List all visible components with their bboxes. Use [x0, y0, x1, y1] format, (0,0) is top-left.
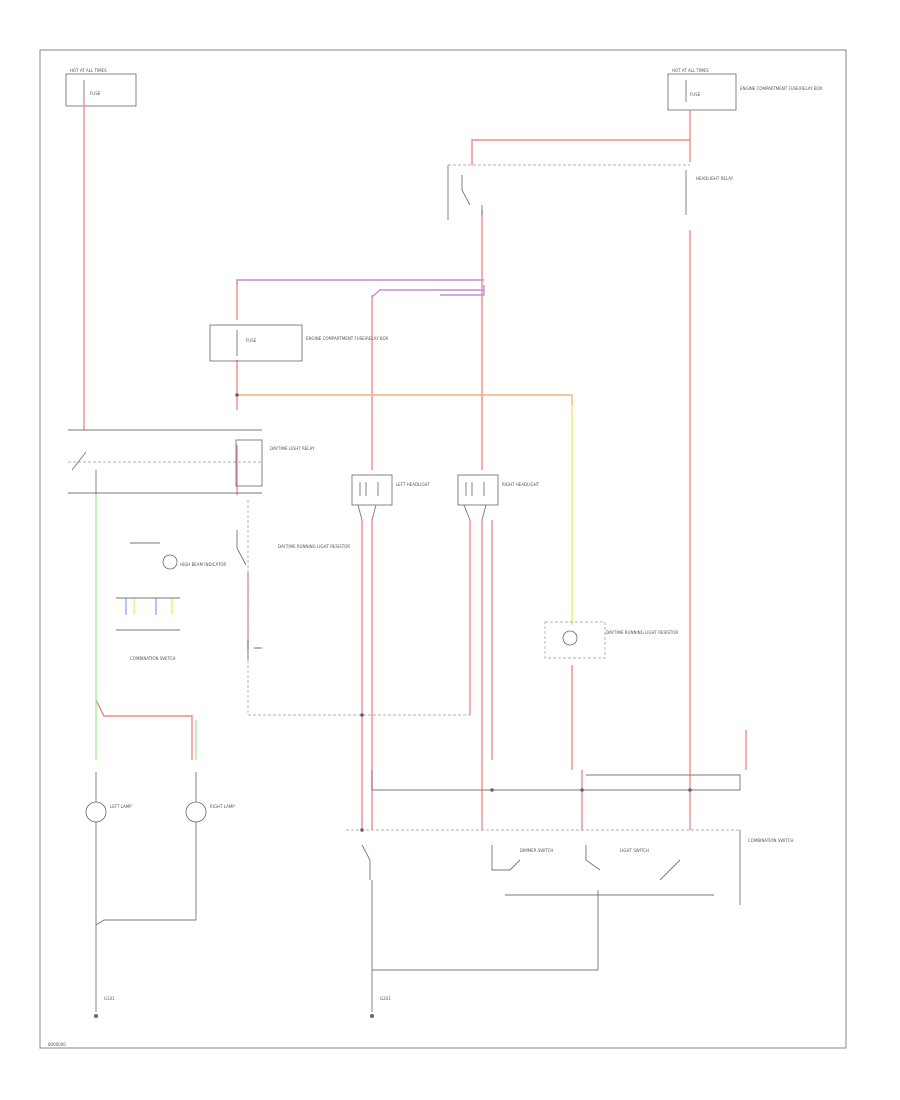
fuse-label-top-right: FUSE: [690, 92, 701, 97]
dimmer-switch-label: DIMMER SWITCH: [520, 848, 553, 853]
ground-mid-label: G201: [380, 996, 391, 1001]
diagram-frame: [39, 49, 847, 1049]
fuse-box-label-mid: ENGINE COMPARTMENT FUSE/RELAY BOX: [306, 336, 388, 341]
hot-label-top-right: HOT AT ALL TIMES: [672, 68, 709, 73]
fuse-label-top-left: FUSE: [90, 91, 101, 96]
footer-code: 8000000: [48, 1042, 66, 1047]
ground-left-label: G101: [104, 996, 115, 1001]
switch-assembly: DIMMER SWITCH LIGHT SWITCH COMBINATION S…: [346, 770, 793, 971]
right-lamp: RIGHT LAMP: [95, 772, 235, 926]
left-lamp-label: LEFT LAMP: [110, 804, 132, 809]
daytime-resistor: DAYTIME RUNNING LIGHT RESISTOR: [236, 530, 350, 660]
headlight-enclosure: [247, 500, 470, 716]
combination-switch-label-bottom: COMBINATION SWITCH: [748, 838, 793, 843]
headlight-relay: HEADLIGHT RELAY: [447, 164, 734, 220]
right-headlight: RIGHT HEADLIGHT: [457, 474, 540, 521]
light-switch-label: LIGHT SWITCH: [620, 848, 649, 853]
resistor-right-label: DAYTIME RUNNING LIGHT RESISTOR: [606, 630, 678, 635]
orange-yellow-wires: [237, 394, 573, 625]
left-headlight-label: LEFT HEADLIGHT: [396, 482, 431, 487]
fuse-box-mid: FUSE ENGINE COMPARTMENT FUSE/RELAY BOX: [209, 324, 388, 362]
ground-mid: G201: [370, 970, 391, 1018]
left-lamp: LEFT LAMP: [85, 772, 132, 925]
resistor-lamp-right: DAYTIME RUNNING LIGHT RESISTOR: [544, 621, 678, 659]
fuse-box-label-right: ENGINE COMPARTMENT FUSE/RELAY BOX: [740, 86, 822, 91]
red-wires: [83, 100, 747, 830]
indicator-lamp-label: HIGH BEAM INDICATOR: [180, 562, 227, 567]
daytime-relay-label: DAYTIME LIGHT RELAY: [270, 446, 315, 451]
right-lamp-label: RIGHT LAMP: [210, 804, 235, 809]
daytime-relay: DAYTIME LIGHT RELAY: [68, 429, 315, 495]
left-headlight: LEFT HEADLIGHT: [351, 474, 431, 521]
fuse-label-mid: FUSE: [246, 338, 257, 343]
fuse-top-right: HOT AT ALL TIMES FUSE ENGINE COMPARTMENT…: [667, 68, 822, 111]
headlight-relay-label: HEADLIGHT RELAY: [696, 176, 734, 181]
ground-left: G101: [94, 925, 115, 1018]
right-headlight-label: RIGHT HEADLIGHT: [502, 482, 540, 487]
green-blue-wires: [95, 495, 197, 760]
junctions: [235, 393, 692, 832]
fuse-top-left: HOT AT ALL TIMES FUSE: [65, 68, 137, 107]
indicator-lamp: HIGH BEAM INDICATOR COMBINATION SWITCH: [116, 542, 227, 661]
combination-switch-label: COMBINATION SWITCH: [130, 656, 175, 661]
daytime-resistor-label: DAYTIME RUNNING LIGHT RESISTOR: [278, 544, 350, 549]
violet-wires: [236, 279, 485, 298]
hot-label-top-left: HOT AT ALL TIMES: [70, 68, 107, 73]
